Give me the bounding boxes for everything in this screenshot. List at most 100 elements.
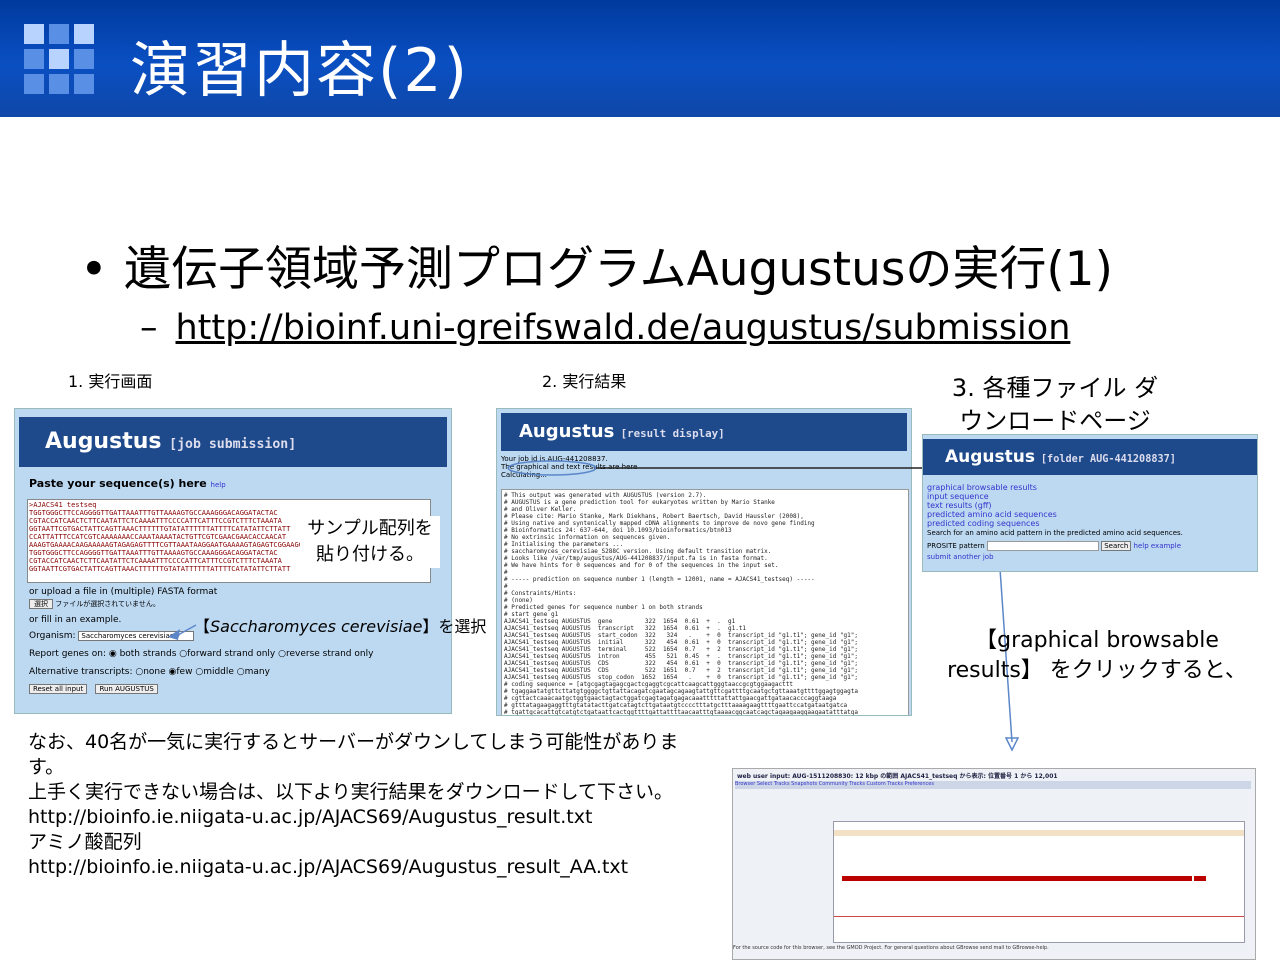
- strands-row: Report genes on: ◉ both strands ○forward…: [29, 649, 374, 659]
- highlight-ellipse: [507, 460, 597, 476]
- output-line: # ----- prediction on sequence number 1 …: [504, 576, 815, 583]
- select-callout: 【Saccharomyces cerevisiae】を選択: [194, 617, 487, 636]
- browser-menu: Browser Select Tracks Snapshots Communit…: [735, 781, 1251, 789]
- step3-label: 3. 各種ファイル ダウンロードページ: [951, 374, 1159, 435]
- alt-none[interactable]: none: [143, 667, 166, 677]
- paste-label: Paste your sequence(s) here help: [29, 477, 226, 490]
- output-line: AJACS41_testseq AUGUSTUS intron 455 521 …: [504, 653, 859, 660]
- augustus-title: Augustus: [519, 421, 615, 442]
- alt-row: Alternative transcripts: ○none ◉few ○mid…: [29, 667, 270, 677]
- output-line: AJACS41_testseq AUGUSTUS gene 322 1654 0…: [504, 618, 736, 625]
- file-row: 選択 ファイルが選択されていません。: [29, 599, 160, 609]
- select-arrow-line: [177, 624, 197, 636]
- alt-middle[interactable]: middle: [203, 667, 234, 677]
- coding-seq-link[interactable]: predicted coding sequences: [927, 519, 1040, 528]
- output-line: # cgttactcaaacaatgctggtgaactagtactggatcg…: [504, 695, 837, 702]
- output-line: # Please cite: Mario Stanke, Mark Diekha…: [504, 513, 804, 520]
- track-panel: [833, 821, 1245, 943]
- output-line: # saccharomyces_cerevisiae_S288C version…: [504, 548, 772, 555]
- folder-screenshot: Augustus [folder AUG-441208837] graphica…: [922, 434, 1258, 572]
- sub-bullet: –http://bioinf.uni-greifswald.de/augustu…: [140, 308, 1070, 348]
- arrow-down-icon: [1004, 737, 1020, 752]
- run-augustus-button[interactable]: Run AUGUSTUS: [95, 684, 158, 694]
- step1-label: 1. 実行画面: [68, 372, 153, 391]
- page-title: 演習内容(2): [130, 36, 469, 106]
- output-line: # start gene g1: [504, 611, 559, 618]
- search-button[interactable]: Search: [1101, 541, 1132, 551]
- alt-many[interactable]: many: [244, 667, 270, 677]
- grid-logo-icon: [24, 24, 94, 94]
- strand-reverse[interactable]: reverse strand only: [285, 649, 374, 659]
- prosite-input[interactable]: [986, 541, 1099, 551]
- click-instruction: 【graphical browsable results】 をクリックすると、: [947, 628, 1247, 683]
- help-link[interactable]: help: [210, 481, 226, 489]
- augustus-title-bar: Augustus [result display]: [501, 413, 907, 451]
- result-info: Your job id is AUG-441208837. The graphi…: [501, 455, 905, 479]
- output-line: # tgaggaatatgttcttatgtggggctgttattacagat…: [504, 688, 859, 695]
- download-note: なお、40名が一気に実行するとサーバーがダウンしてしまう可能性がありま す。 上…: [28, 730, 718, 880]
- results-here-link[interactable]: The graphical and text results are here: [501, 463, 638, 471]
- file-status: ファイルが選択されていません。: [55, 600, 160, 608]
- output-line: AJACS41_testseq AUGUSTUS initial 322 454…: [504, 639, 859, 646]
- text-results-link[interactable]: text results (gff): [927, 501, 992, 510]
- amino-acid-link[interactable]: predicted amino acid sequences: [927, 510, 1057, 519]
- sample-callout: サンプル配列を 貼り付ける。: [300, 516, 440, 568]
- browser-footer: For the source code for this browser, se…: [733, 945, 1049, 951]
- folder-links: graphical browsable results input sequen…: [927, 483, 1057, 528]
- output-line: # Predicted genes for sequence number 1 …: [504, 604, 703, 611]
- genome-browser-screenshot: web user input: AUG-1511208830: 12 kbp の…: [732, 768, 1256, 960]
- browser-title: web user input: AUG-1511208830: 12 kbp の…: [737, 773, 1058, 780]
- result-url[interactable]: http://bioinfo.ie.niigata-u.ac.jp/AJACS6…: [28, 806, 593, 828]
- output-line: # Using native and syntenically mapped c…: [504, 520, 815, 527]
- output-line: # No extrinsic information on sequences …: [504, 534, 671, 541]
- graphical-results-link[interactable]: graphical browsable results: [927, 483, 1037, 492]
- augustus-url-link[interactable]: http://bioinf.uni-greifswald.de/augustus…: [175, 308, 1071, 348]
- alt-few[interactable]: few: [176, 667, 193, 677]
- augustus-title-bar: Augustus [job submission]: [19, 417, 447, 467]
- main-bullet: •遺伝子領域予測プログラムAugustusの実行(1): [80, 230, 1113, 299]
- output-line: # gtttatagaagaggtttgtatatacttgatcatagtct…: [504, 702, 848, 709]
- output-line: # AUGUSTUS is a gene prediction tool for…: [504, 499, 775, 506]
- upload-label: or upload a file in (multiple) FASTA for…: [29, 587, 218, 597]
- output-line: # and Oliver Keller.: [504, 506, 577, 513]
- fill-example-link[interactable]: or fill in an example.: [29, 615, 122, 625]
- output-line: AJACS41_testseq AUGUSTUS stop_codon 1652…: [504, 674, 859, 681]
- output-line: #: [504, 583, 508, 590]
- input-sequence-link[interactable]: input sequence: [927, 492, 989, 501]
- augustus-title-bar: Augustus [folder AUG-441208837]: [923, 439, 1257, 475]
- augustus-title: Augustus: [45, 429, 162, 454]
- file-choose-button[interactable]: 選択: [29, 599, 53, 609]
- output-line: # tgattgcacattgtcatgtctgataattcactggtttt…: [504, 709, 859, 716]
- output-line: # Looks like /var/tmp/augustus/AUG-44120…: [504, 555, 768, 562]
- output-line: AJACS41_testseq AUGUSTUS terminal 522 16…: [504, 646, 859, 653]
- calculating-text: Calculating...: [501, 471, 547, 479]
- gene-track-bar: [842, 876, 1192, 881]
- result-aa-url[interactable]: http://bioinfo.ie.niigata-u.ac.jp/AJACS6…: [28, 856, 629, 878]
- output-line: # Initialising the parameters ...: [504, 541, 624, 548]
- augustus-output-text: # This output was generated with AUGUSTU…: [501, 489, 909, 716]
- help-example-link[interactable]: help example: [1133, 542, 1182, 550]
- augustus-subtitle: [folder AUG-441208837]: [1040, 454, 1176, 465]
- header-bar: 演習内容(2): [0, 0, 1280, 117]
- search-text: Search for an amino acid pattern in the …: [927, 529, 1183, 537]
- sub-bullet-dash: –: [140, 308, 158, 348]
- augustus-subtitle: [job submission]: [169, 437, 297, 452]
- augustus-subtitle: [result display]: [620, 427, 725, 440]
- strand-both[interactable]: both strands: [119, 649, 177, 659]
- augustus-title: Augustus: [945, 447, 1035, 467]
- output-line: AJACS41_testseq AUGUSTUS start_codon 322…: [504, 632, 859, 639]
- output-line: #: [504, 569, 508, 576]
- output-line: # We have hints for 0 sequences and for …: [504, 562, 779, 569]
- submit-another-link[interactable]: submit another job: [927, 553, 994, 561]
- reset-button[interactable]: Reset all input: [29, 684, 88, 694]
- job-id-line: Your job id is AUG-441208837.: [501, 455, 608, 463]
- organism-label: Organism:: [29, 631, 76, 641]
- strand-forward[interactable]: forward strand only: [187, 649, 276, 659]
- output-line: AJACS41_testseq AUGUSTUS CDS 522 1651 0.…: [504, 667, 859, 674]
- output-line: # (none): [504, 597, 533, 604]
- output-line: # This output was generated with AUGUSTU…: [504, 492, 707, 499]
- step2-label: 2. 実行結果: [542, 372, 627, 391]
- output-line: AJACS41_testseq AUGUSTUS CDS 322 454 0.6…: [504, 660, 859, 667]
- select-arrow-icon: [168, 629, 180, 640]
- output-line: # coding sequence = [atgcgagtagagcgactcg…: [504, 681, 793, 688]
